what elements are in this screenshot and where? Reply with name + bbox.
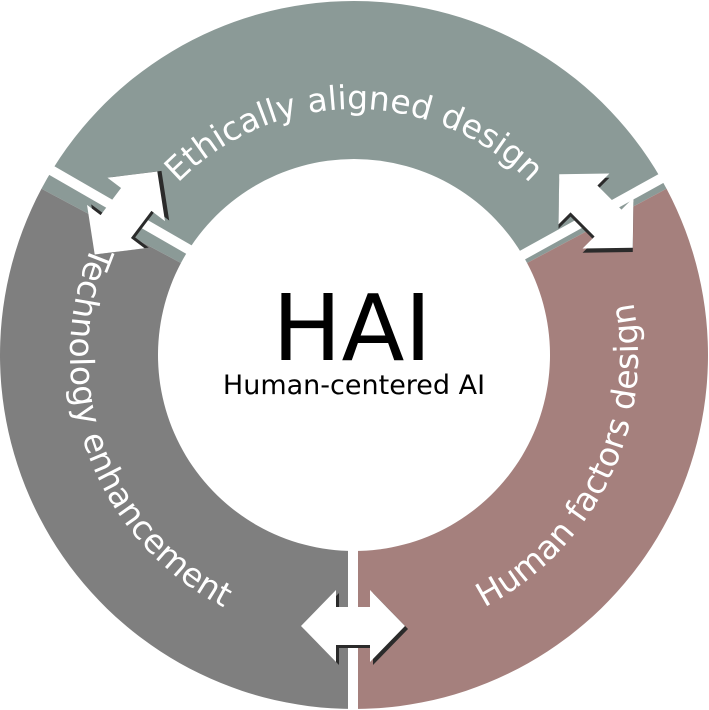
arrow-shape [87, 171, 165, 255]
double-arrow-bottom-icon [301, 590, 408, 665]
double-arrow-top-right-icon [558, 173, 634, 253]
center-subtitle: Human-centered AI [223, 370, 485, 401]
segment-human-factors-design [354, 188, 708, 709]
segment-ethically-aligned-design [41, 0, 667, 263]
center-title: HAI [272, 275, 431, 382]
segment-technology-enhancement [0, 188, 355, 709]
arrow-shape [301, 590, 405, 662]
arrow-shape [558, 173, 634, 249]
double-arrow-top-left-icon [87, 170, 170, 255]
